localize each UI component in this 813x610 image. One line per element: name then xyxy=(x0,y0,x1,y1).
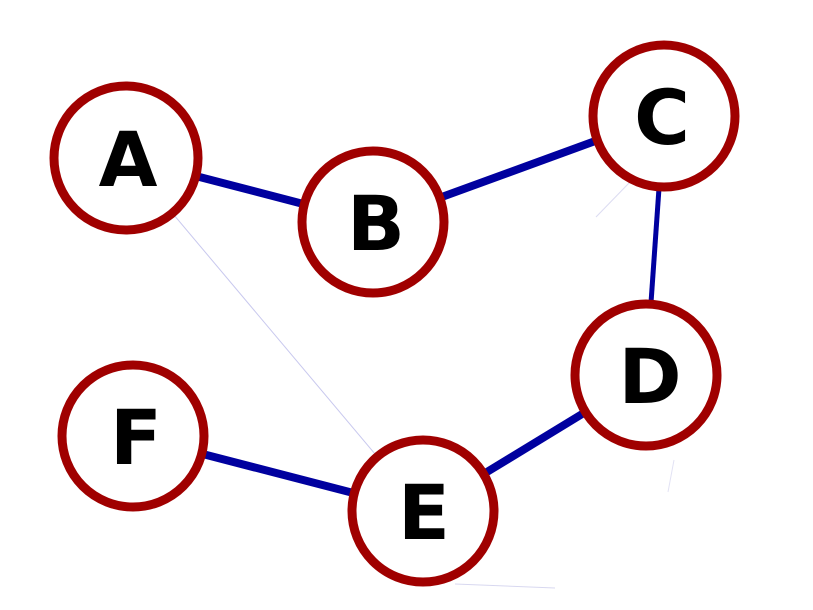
node-f-circle xyxy=(57,360,209,512)
edge-d-e xyxy=(481,408,588,478)
node-c-circle xyxy=(588,40,740,192)
node-a-circle xyxy=(49,81,203,235)
node-c[interactable]: C xyxy=(588,40,740,192)
node-b[interactable]: B xyxy=(297,146,449,298)
faint-stroke xyxy=(454,583,556,589)
edge-c-d xyxy=(648,186,662,305)
edge-a-e xyxy=(171,211,378,458)
faint-stroke xyxy=(667,459,675,493)
node-e-label: E xyxy=(398,468,450,557)
nodes: A B C D E F xyxy=(49,40,740,587)
node-f-label: F xyxy=(110,393,162,482)
node-d-circle xyxy=(570,299,722,451)
node-d[interactable]: D xyxy=(570,299,722,451)
faint-strokes xyxy=(454,181,675,589)
node-b-circle xyxy=(297,146,449,298)
node-a-label: A xyxy=(99,115,158,204)
node-d-label: D xyxy=(618,332,681,421)
faint-stroke xyxy=(595,181,631,218)
edge-a-b xyxy=(193,171,306,209)
node-e[interactable]: E xyxy=(347,435,499,587)
node-c-label: C xyxy=(634,73,690,162)
edge-b-c xyxy=(438,136,599,202)
node-a[interactable]: A xyxy=(49,81,203,235)
node-f[interactable]: F xyxy=(57,360,209,512)
node-e-circle xyxy=(347,435,499,587)
edges xyxy=(171,136,662,498)
edge-e-f xyxy=(200,449,356,498)
node-b-label: B xyxy=(347,179,405,268)
